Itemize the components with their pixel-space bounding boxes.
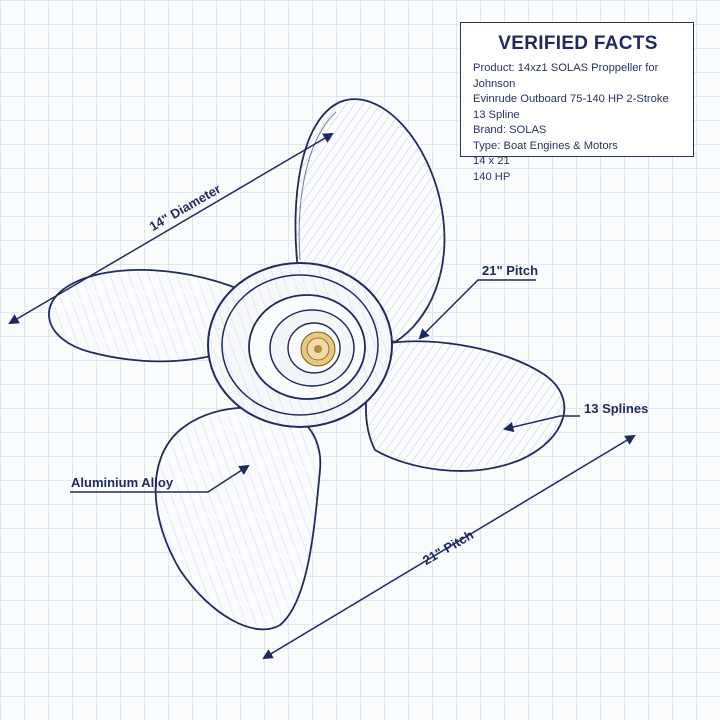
facts-title: VERIFIED FACTS [498, 33, 658, 54]
type-value: Boat Engines & Motors [503, 139, 618, 152]
product-key: Product: [473, 62, 515, 74]
facts-power: 140 HP [473, 170, 511, 183]
product-line2: Evinrude Outboard 75-140 HP 2-Stroke 13 … [473, 93, 669, 121]
brand-key: Brand: [473, 124, 506, 136]
splines-leader [502, 415, 580, 433]
diameter-arrow [8, 132, 334, 325]
pitch-top-label: 21" Pitch [482, 263, 539, 278]
type-key: Type: [473, 139, 501, 152]
verified-facts-box: VERIFIED FACTS Product: 14xz1 SOLAS Prop… [460, 22, 694, 183]
brand-value: SOLAS [509, 124, 547, 136]
blade-right [365, 340, 566, 472]
product-line1: 14xz1 SOLAS Proppeller for Johnson [473, 62, 659, 90]
blade-bottom [154, 406, 322, 631]
material-label: Aluminium Alloy [71, 475, 174, 490]
facts-type: Type: Boat Engines & Motors [473, 139, 683, 155]
spline-bore [300, 331, 336, 367]
facts-product: Product: 14xz1 SOLAS Proppeller for John… [473, 61, 683, 92]
facts-brand: Brand: SOLAS [473, 123, 683, 139]
facts-size: 14 x 21 [473, 155, 510, 167]
pitch-top-leader [418, 279, 536, 340]
pitch-bottom-arrow [262, 434, 636, 660]
material-leader [70, 464, 250, 493]
splines-label: 13 Splines [584, 401, 649, 416]
hub [207, 262, 393, 428]
